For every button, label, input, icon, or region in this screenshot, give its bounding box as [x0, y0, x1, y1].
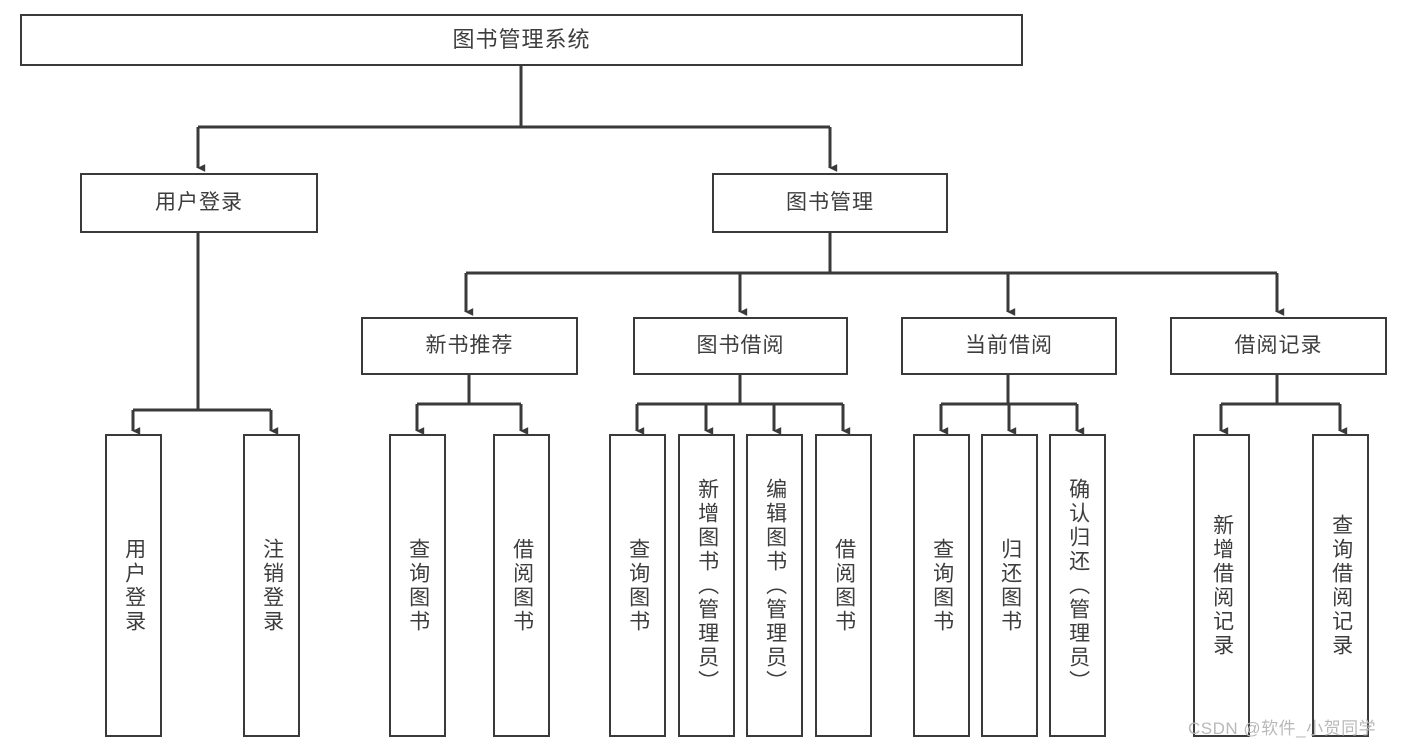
leaf-user-login-login[interactable]: 用户登录 [105, 434, 162, 737]
leaf-label: 查询图书 [406, 537, 430, 634]
leaf-label: 查询借阅记录 [1329, 513, 1353, 658]
leaf-label: 查询图书 [930, 537, 954, 634]
leaf-label: 确认归还（管理员） [1066, 477, 1090, 694]
leaf-new-book-query-book[interactable]: 查询图书 [389, 434, 446, 737]
node-new-book-recommend-label: 新书推荐 [425, 334, 514, 358]
node-root-book-management-system[interactable]: 图书管理系统 [20, 14, 1023, 66]
leaf-book-borrow-borrow-book[interactable]: 借阅图书 [815, 434, 872, 737]
node-current-borrow-label: 当前借阅 [965, 334, 1053, 358]
leaf-current-borrow-query-book[interactable]: 查询图书 [913, 434, 970, 737]
leaf-label: 查询图书 [626, 537, 650, 634]
leaf-label: 借阅图书 [510, 537, 534, 634]
leaf-borrow-record-add-record[interactable]: 新增借阅记录 [1193, 434, 1250, 737]
node-user-login[interactable]: 用户登录 [80, 173, 318, 233]
leaf-user-login-logout[interactable]: 注销登录 [243, 434, 300, 737]
leaf-book-borrow-add-book-admin[interactable]: 新增图书（管理员） [678, 434, 735, 737]
node-borrow-record[interactable]: 借阅记录 [1170, 317, 1387, 375]
node-root-label: 图书管理系统 [452, 26, 591, 52]
node-current-borrow[interactable]: 当前借阅 [901, 317, 1117, 375]
leaf-borrow-record-query-record[interactable]: 查询借阅记录 [1312, 434, 1369, 737]
leaf-label: 注销登录 [260, 537, 284, 634]
node-book-borrow[interactable]: 图书借阅 [633, 317, 848, 375]
node-book-borrow-label: 图书借阅 [696, 334, 785, 358]
node-book-management[interactable]: 图书管理 [712, 173, 948, 233]
leaf-current-borrow-return-book[interactable]: 归还图书 [981, 434, 1038, 737]
leaf-book-borrow-query-book[interactable]: 查询图书 [609, 434, 666, 737]
node-user-login-label: 用户登录 [155, 191, 243, 215]
leaf-label: 新增图书（管理员） [695, 477, 719, 694]
node-book-management-label: 图书管理 [786, 191, 874, 215]
node-new-book-recommend[interactable]: 新书推荐 [361, 317, 578, 375]
leaf-current-borrow-confirm-return-admin[interactable]: 确认归还（管理员） [1049, 434, 1106, 737]
leaf-label: 新增借阅记录 [1210, 513, 1234, 658]
node-borrow-record-label: 借阅记录 [1234, 334, 1323, 358]
leaf-book-borrow-edit-book-admin[interactable]: 编辑图书（管理员） [746, 434, 803, 737]
leaf-label: 编辑图书（管理员） [763, 477, 787, 694]
csdn-watermark: CSDN @软件_小贺同学 [1188, 719, 1377, 738]
leaf-new-book-borrow-book[interactable]: 借阅图书 [493, 434, 550, 737]
leaf-label: 归还图书 [998, 537, 1022, 634]
leaf-label: 借阅图书 [832, 537, 856, 634]
leaf-label: 用户登录 [122, 537, 146, 634]
